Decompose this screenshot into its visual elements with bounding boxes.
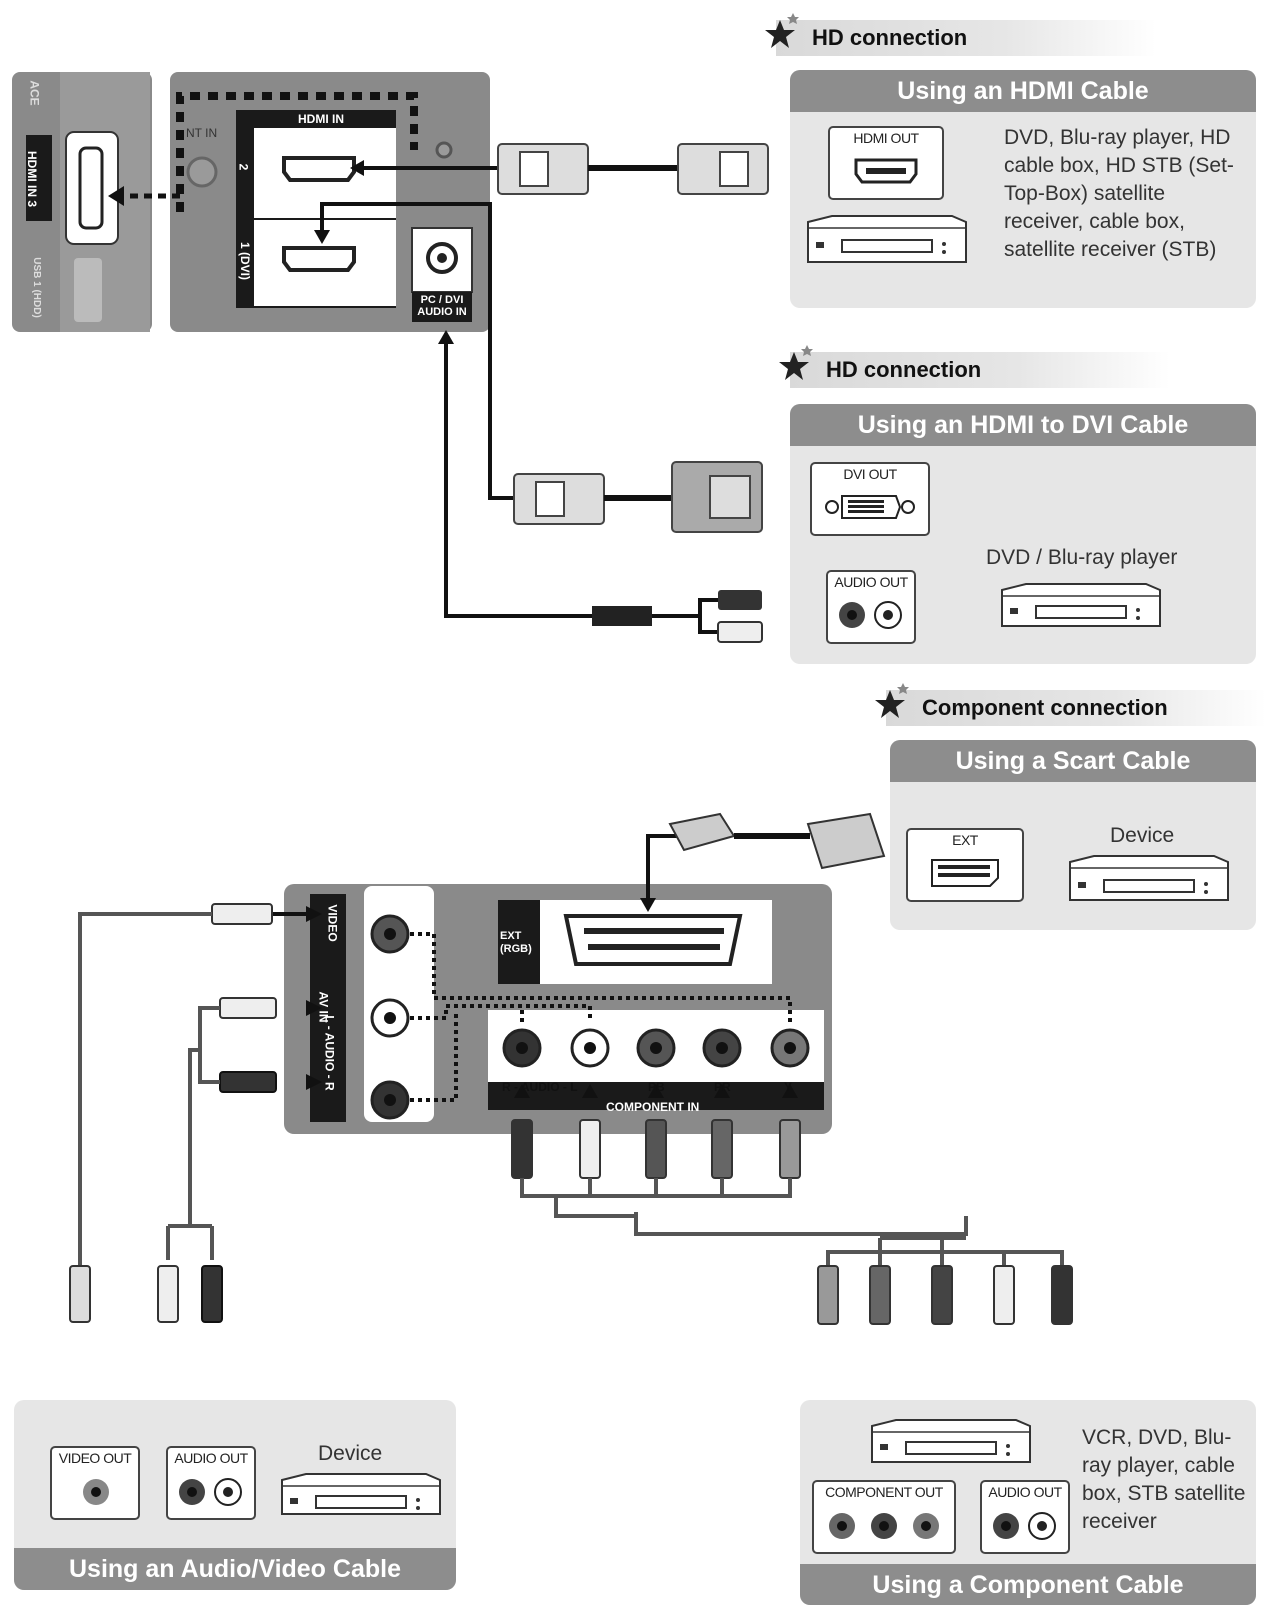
port-label: AUDIO OUT: [174, 1450, 248, 1466]
side-label-ace: ACE: [27, 80, 42, 106]
component-jacks-icon: [829, 1513, 939, 1539]
port-label: HDMI OUT: [853, 130, 919, 146]
panel-title: Using an Audio/Video Cable: [14, 1548, 456, 1590]
panel-title: Using an HDMI Cable: [790, 70, 1256, 112]
audio-lr-label: L - AUDIO - R: [322, 1015, 337, 1091]
video-out-port: VIDEO OUT: [50, 1446, 140, 1520]
video-label: VIDEO: [325, 904, 340, 942]
port-label: COMPONENT OUT: [825, 1484, 943, 1500]
audio-jacks-icon: [179, 1478, 242, 1506]
hdmi-out-port: HDMI OUT: [828, 126, 944, 200]
panel-title: Using a Component Cable: [800, 1564, 1256, 1605]
component-in-label: COMPONENT IN: [606, 1100, 700, 1114]
side-label-hdmi-in-3: HDMI IN 3: [25, 150, 40, 208]
side-label-usb: USB 1 (HDD): [30, 257, 42, 318]
audio-out-port: AUDIO OUT: [166, 1446, 256, 1520]
port-label: VIDEO OUT: [58, 1450, 132, 1466]
y-label: Y: [784, 1080, 793, 1094]
panel-title: Using an HDMI to DVI Cable: [790, 404, 1256, 446]
hdmi-cable-panel: Using an HDMI Cable HDMI OUT DVD, Blu-ra…: [790, 70, 1256, 308]
hdmi-connection-diagram: [12, 72, 769, 643]
section-header: Component connection: [922, 695, 1168, 720]
player-device-icon: [1001, 583, 1161, 627]
hdmi-in-label: HDMI IN: [298, 112, 344, 126]
star-icon: [875, 683, 909, 718]
ext-rgb-label: EXT (RGB): [500, 930, 532, 955]
player-device-icon: [871, 1419, 1031, 1463]
hdmi-dvi-cable-panel: Using an HDMI to DVI Cable DVI OUT AUDIO…: [790, 404, 1256, 664]
star-icon: [779, 345, 813, 380]
section-header: HD connection: [826, 357, 982, 382]
pc-audio-in-label: PC / DVI AUDIO IN: [417, 294, 467, 318]
player-device-icon: [281, 1473, 441, 1515]
device-label: Device: [1110, 824, 1175, 847]
port-label: AUDIO OUT: [988, 1484, 1062, 1500]
audio-out-port: AUDIO OUT: [980, 1480, 1070, 1554]
component-connection-header: Component connection: [875, 683, 1266, 726]
hd-connection-header-1: HD connection: [765, 13, 1156, 56]
video-jack-icon: [83, 1479, 109, 1505]
scart-cable-panel: Using a Scart Cable EXT Device: [890, 740, 1256, 930]
audio-rl-label: R - AUDIO - L: [502, 1080, 578, 1094]
device-description: DVD, Blu-ray player, HD cable box, HD ST…: [1004, 126, 1234, 261]
port-2-label: 2: [236, 163, 251, 171]
player-device-icon: [1069, 855, 1229, 901]
device-description: VCR, DVD, Blu-ray player, cable box, STB…: [1082, 1426, 1246, 1533]
audio-out-port: AUDIO OUT: [826, 570, 916, 644]
scart-port-icon: [931, 859, 999, 887]
pr-label: PR: [714, 1080, 731, 1094]
hd-connection-header-2: HD connection: [779, 345, 1170, 388]
section-header: HD connection: [812, 25, 968, 50]
component-out-port: COMPONENT OUT: [812, 1480, 956, 1554]
av-cable-panel: VIDEO OUT AUDIO OUT Device Using an Audi…: [14, 1400, 456, 1590]
av-component-scart-diagram: [69, 812, 1073, 1325]
component-cable-panel: COMPONENT OUT AUDIO OUT VCR, DVD, Blu-ra…: [800, 1400, 1256, 1605]
pb-label: PB: [648, 1080, 665, 1094]
device-label: DVD / Blu-ray player: [986, 546, 1178, 569]
dvi-port-icon: [825, 495, 915, 519]
player-device-icon: [807, 215, 967, 263]
port-label: EXT: [952, 832, 978, 848]
device-label: Device: [318, 1442, 383, 1465]
dvi-out-port: DVI OUT: [810, 462, 930, 536]
audio-jacks-icon: [839, 601, 902, 629]
panel-title: Using a Scart Cable: [890, 740, 1256, 782]
port-1-label: 1 (DVI): [238, 241, 253, 281]
port-label: AUDIO OUT: [834, 574, 908, 590]
audio-jacks-icon: [993, 1512, 1056, 1540]
star-icon: [765, 13, 799, 48]
port-label: DVI OUT: [843, 466, 897, 482]
ext-port: EXT: [906, 828, 1024, 902]
ant-in-label: NT IN: [186, 126, 218, 140]
hdmi-port-icon: [854, 158, 918, 184]
